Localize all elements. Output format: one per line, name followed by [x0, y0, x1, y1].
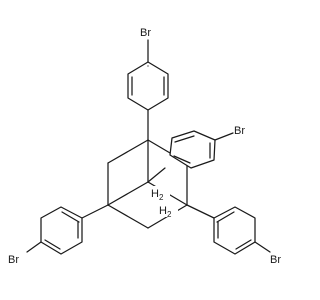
bromine-label-left: Br [8, 254, 19, 266]
label-mask-upper [150, 186, 170, 200]
aryl-ring-right [147, 130, 234, 183]
ch2-label-upper: H2 [151, 188, 164, 202]
aryl-ring-left [26, 204, 109, 255]
structure-diagram: Br Br Br Br H2 H2 [8, 27, 281, 266]
aryl-ring-top [127, 39, 169, 141]
ch2-label-lower: H2 [159, 205, 172, 219]
label-mask-lower [158, 203, 178, 217]
bromine-label-top: Br [140, 27, 151, 39]
bromine-label-bottom-right: Br [270, 254, 281, 266]
aryl-ring-bottom-right [186, 204, 271, 255]
molecule-drawing: Br Br Br Br H2 H2 [8, 27, 281, 266]
bromine-label-right: Br [234, 125, 245, 137]
